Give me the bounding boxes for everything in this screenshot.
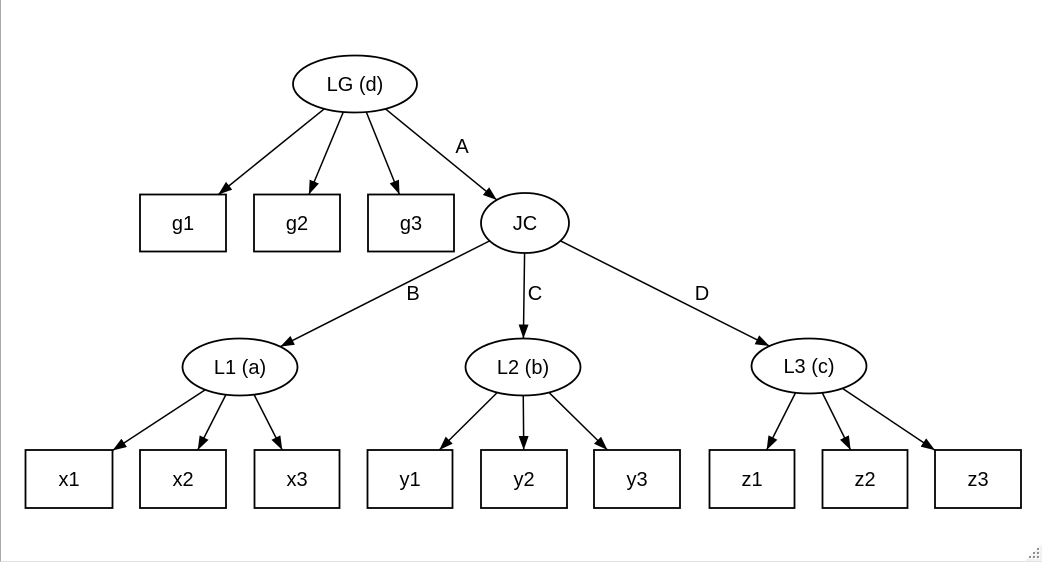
node-y2: y2 <box>480 449 568 509</box>
node-x3: x3 <box>253 449 341 509</box>
edge-JC-L1: B <box>279 240 490 348</box>
node-x2: x2 <box>139 449 227 509</box>
edge-JC-L3: D <box>560 240 770 347</box>
node-label-z1: z1 <box>741 469 762 491</box>
edge-LG-g3 <box>365 111 401 195</box>
node-label-g3: g3 <box>400 213 422 235</box>
edge-label-C: C <box>528 283 542 305</box>
resize-grip-icon[interactable] <box>1025 544 1042 561</box>
edge-L2-y1 <box>438 391 498 451</box>
node-L2: L2 (b) <box>464 337 582 397</box>
node-g1: g1 <box>139 193 227 253</box>
edge-LG-JC: A <box>384 108 498 201</box>
node-L1: L1 (a) <box>181 337 299 397</box>
node-label-x3: x3 <box>286 469 307 491</box>
node-z3: z3 <box>934 449 1022 509</box>
node-g2: g2 <box>253 193 341 253</box>
node-LG: LG (d) <box>292 54 418 114</box>
edge-label-B: B <box>406 283 419 305</box>
node-label-y1: y1 <box>399 469 420 491</box>
node-label-L3: L3 (c) <box>783 356 834 378</box>
edge-JC-L2: C <box>518 252 542 339</box>
node-y1: y1 <box>366 449 454 509</box>
node-label-g1: g1 <box>172 213 194 235</box>
node-label-g2: g2 <box>286 213 308 235</box>
edge-label-A: A <box>455 136 469 158</box>
edge-L3-z3 <box>842 387 936 451</box>
edge-label-D: D <box>695 283 709 305</box>
node-label-x1: x1 <box>58 469 79 491</box>
node-label-z2: z2 <box>854 469 875 491</box>
node-L3: L3 (c) <box>750 337 868 395</box>
node-label-y2: y2 <box>513 469 534 491</box>
node-label-z3: z3 <box>967 469 988 491</box>
node-label-L1: L1 (a) <box>214 357 266 379</box>
edge-L1-x2 <box>197 394 227 451</box>
node-label-JC: JC <box>513 213 537 235</box>
node-label-x2: x2 <box>172 469 193 491</box>
edge-L2-y3 <box>548 391 609 451</box>
node-label-LG: LG (d) <box>327 74 384 96</box>
node-z2: z2 <box>821 449 909 509</box>
edge-L1-x3 <box>253 394 283 451</box>
node-JC: JC <box>480 192 570 254</box>
edge-LG-g1 <box>217 108 325 196</box>
node-g3: g3 <box>367 193 455 253</box>
node-z1: z1 <box>708 449 796 509</box>
edge-L3-z1 <box>765 392 797 451</box>
node-x1: x1 <box>24 449 114 509</box>
node-label-y3: y3 <box>626 469 647 491</box>
edge-L3-z2 <box>821 392 852 451</box>
node-label-L2: L2 (b) <box>497 357 549 379</box>
node-y3: y3 <box>593 449 681 509</box>
edge-LG-g2 <box>308 111 345 195</box>
edge-L1-x1 <box>112 389 206 452</box>
